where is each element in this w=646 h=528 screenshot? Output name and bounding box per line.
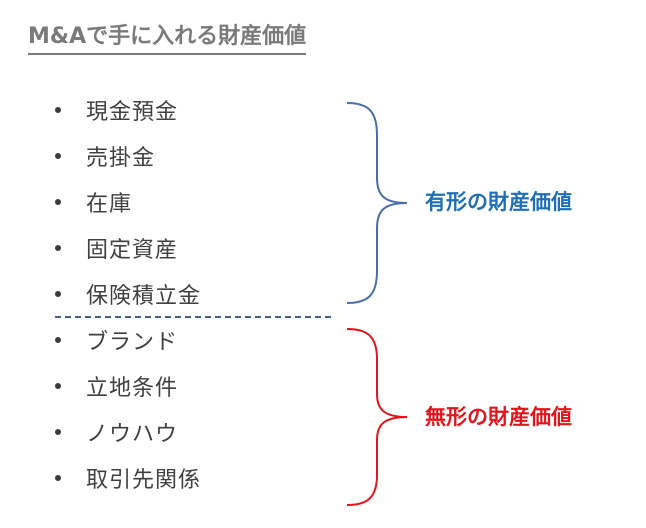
list-item: ノウハウ [55, 417, 178, 447]
bullet-icon [55, 199, 61, 205]
bullet-icon [55, 475, 61, 481]
bullet-icon [55, 429, 61, 435]
bullet-icon [55, 107, 61, 113]
list-item: 固定資産 [55, 233, 178, 263]
bullet-icon [55, 245, 61, 251]
list-item: 保険積立金 [55, 279, 201, 309]
list-item-label: 現金預金 [86, 100, 179, 125]
list-item: 立地条件 [55, 371, 178, 401]
bullet-icon [55, 383, 61, 389]
list-item: 在庫 [55, 187, 132, 217]
tangible-brace [345, 100, 415, 306]
page-title: M&Aで手に入れる財産価値 [28, 22, 307, 55]
intangible-brace [345, 326, 415, 508]
tangible-group-label: 有形の財産価値 [425, 190, 572, 214]
group-divider [55, 316, 331, 318]
bullet-icon [55, 337, 61, 343]
list-item-label: 固定資産 [86, 238, 179, 263]
list-item: 売掛金 [55, 141, 155, 171]
list-item-label: 取引先関係 [86, 468, 202, 493]
list-item: 取引先関係 [55, 463, 201, 493]
list-item-label: ブランド [86, 330, 179, 355]
list-item-label: ノウハウ [86, 422, 179, 447]
brace-shape [346, 328, 408, 506]
list-item-label: 在庫 [86, 192, 133, 217]
bullet-icon [55, 291, 61, 297]
list-item: 現金預金 [55, 95, 178, 125]
list-item-label: 売掛金 [86, 146, 156, 171]
list-item-label: 立地条件 [86, 376, 179, 401]
intangible-group-label: 無形の財産価値 [425, 405, 572, 429]
bullet-icon [55, 153, 61, 159]
list-item: ブランド [55, 325, 178, 355]
list-item-label: 保険積立金 [86, 284, 202, 309]
brace-shape [346, 102, 408, 304]
